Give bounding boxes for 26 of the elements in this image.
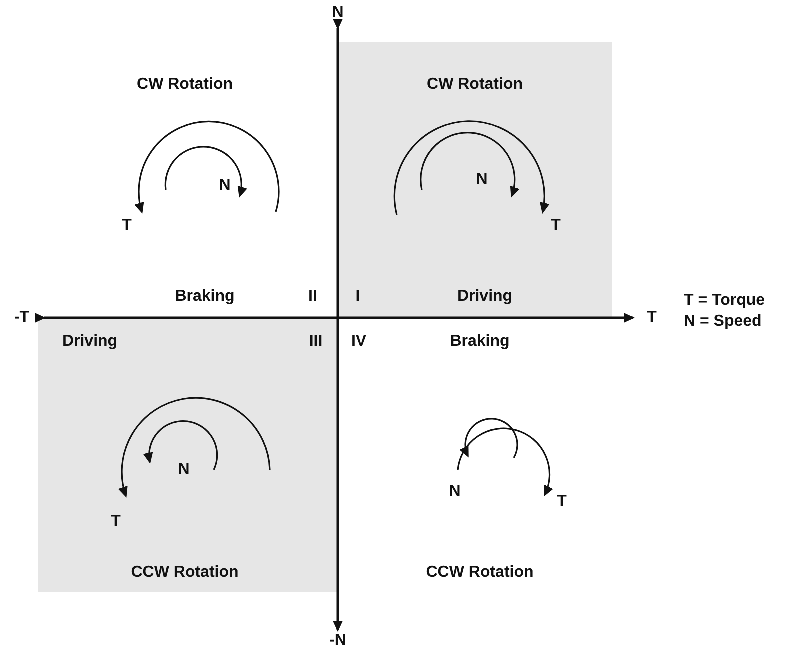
quadrant-title: CW Rotation xyxy=(137,77,233,93)
quadrant-numeral: IV xyxy=(351,334,367,350)
rotation-label: N xyxy=(178,462,190,478)
legend-text: N = Speed xyxy=(684,314,762,330)
rotation-label: T xyxy=(557,494,567,510)
rotation-label: N xyxy=(219,178,231,194)
mode-label: Driving xyxy=(457,289,513,305)
mode-label: Driving xyxy=(62,334,118,350)
axis-label: -T xyxy=(14,310,30,326)
mode-label: Braking xyxy=(175,289,235,305)
quadrant-title: CW Rotation xyxy=(427,77,523,93)
quadrant-numeral: III xyxy=(309,334,323,350)
axis-label: T xyxy=(647,310,657,326)
axis-label: -N xyxy=(330,633,346,647)
legend-text: T = Torque xyxy=(684,293,766,309)
rotation-label: T xyxy=(111,514,121,530)
quadrant-title: CCW Rotation xyxy=(426,565,534,581)
rotation-label: T xyxy=(122,218,132,234)
axis-label: N xyxy=(332,5,344,21)
quadrant-title: CCW Rotation xyxy=(131,565,239,581)
mode-label: Braking xyxy=(450,334,510,350)
rotation-label: N xyxy=(449,484,461,500)
quadrant-numeral: II xyxy=(308,289,318,305)
quadrant-numeral: I xyxy=(356,289,360,305)
rotation-label: N xyxy=(476,172,488,188)
rotation-label: T xyxy=(551,218,561,234)
